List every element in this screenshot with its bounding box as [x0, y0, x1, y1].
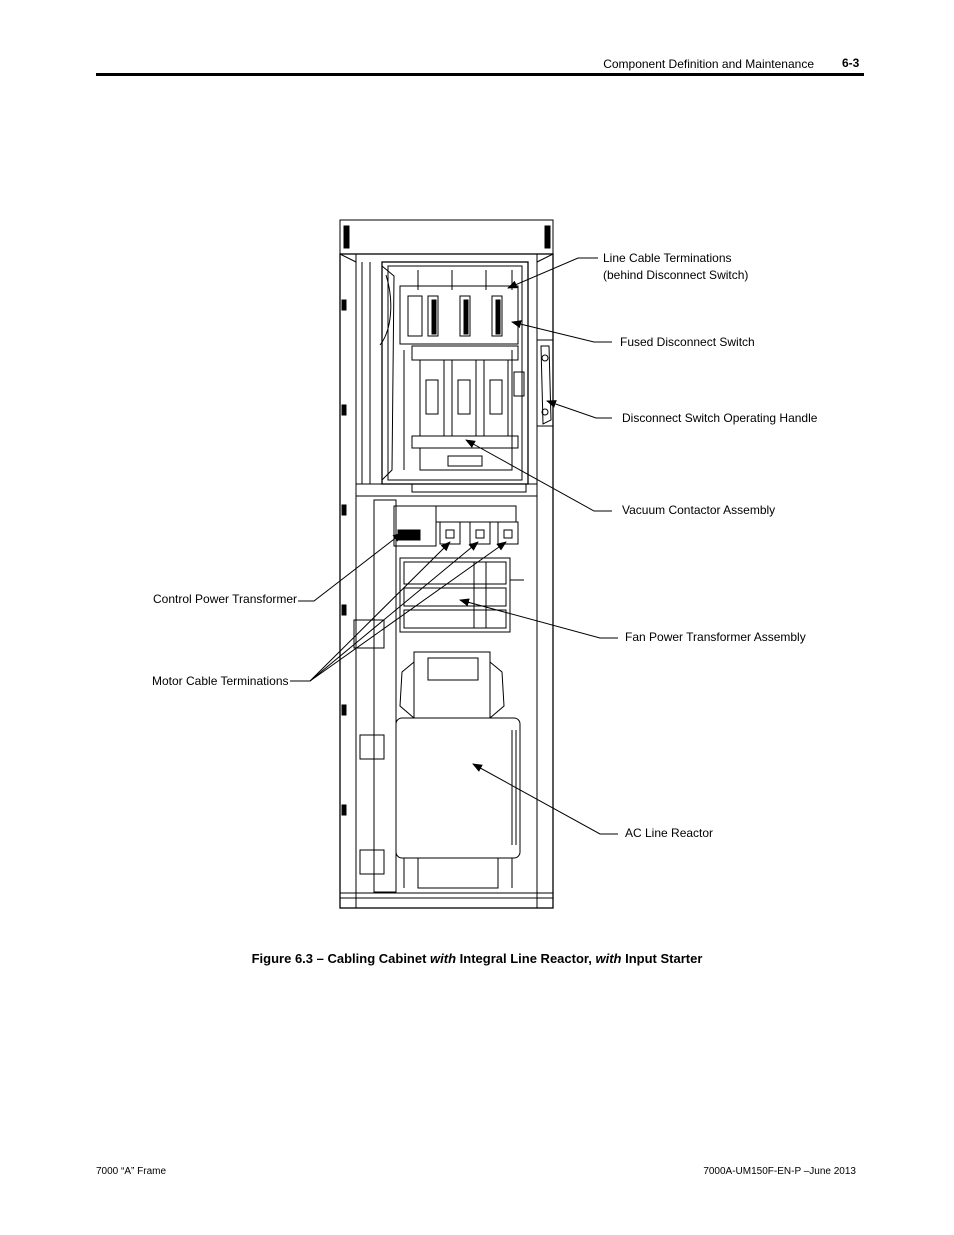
leader-vacuum-contactor: [465, 439, 612, 512]
callout-line-cable-terminations: Line Cable Terminations (behind Disconne…: [603, 250, 748, 284]
callout-fan-power-transformer-assembly: Fan Power Transformer Assembly: [625, 630, 806, 644]
leader-motor-cable-3: [309, 541, 507, 682]
running-header-title: Component Definition and Maintenance: [603, 57, 814, 71]
caption-part3: Input Starter: [621, 951, 703, 966]
caption-part1: Cabling Cabinet: [327, 951, 431, 966]
leader-fan-power-transformer: [459, 598, 618, 639]
caption-number: Figure 6.3 –: [251, 951, 328, 966]
leader-line-cable-terminations: [507, 257, 598, 289]
callout-disconnect-switch-operating-handle: Disconnect Switch Operating Handle: [622, 411, 818, 425]
leader-ac-line-reactor: [472, 763, 618, 835]
page-number: 6-3: [842, 56, 860, 70]
leader-control-power-transformer: [298, 532, 403, 602]
lower-compartment: [353, 499, 524, 893]
footer-right: 7000A-UM150F-EN-P –June 2013: [703, 1166, 856, 1177]
header-rule: [96, 73, 864, 76]
cabinet-frame: [339, 253, 554, 909]
cabinet-top-hood: [339, 219, 554, 263]
leader-fused-disconnect: [511, 320, 612, 343]
starter-compartment: [361, 261, 529, 485]
footer-left: 7000 “A” Frame: [96, 1166, 167, 1177]
caption-with2: with: [595, 951, 622, 966]
callout-fused-disconnect-switch: Fused Disconnect Switch: [620, 335, 755, 349]
callout-motor-cable-terminations: Motor Cable Terminations: [152, 674, 289, 688]
caption-with1: with: [430, 951, 457, 966]
divider-shelf: [355, 483, 538, 497]
figure-caption: Figure 6.3 – Cabling Cabinet with Integr…: [0, 951, 954, 966]
callout-vacuum-contactor-assembly: Vacuum Contactor Assembly: [622, 503, 776, 517]
callout-control-power-transformer: Control Power Transformer: [153, 592, 298, 606]
callout-line-cable-terminations-note: (behind Disconnect Switch): [603, 268, 749, 282]
caption-part2: Integral Line Reactor,: [456, 951, 596, 966]
callout-line-cable-terminations-text: Line Cable Terminations: [603, 251, 732, 265]
leader-motor-cable-1: [290, 541, 451, 682]
leader-operating-handle: [546, 400, 612, 419]
operating-handle: [536, 339, 554, 427]
callout-ac-line-reactor: AC Line Reactor: [625, 826, 714, 840]
leader-motor-cable-2: [309, 541, 479, 682]
